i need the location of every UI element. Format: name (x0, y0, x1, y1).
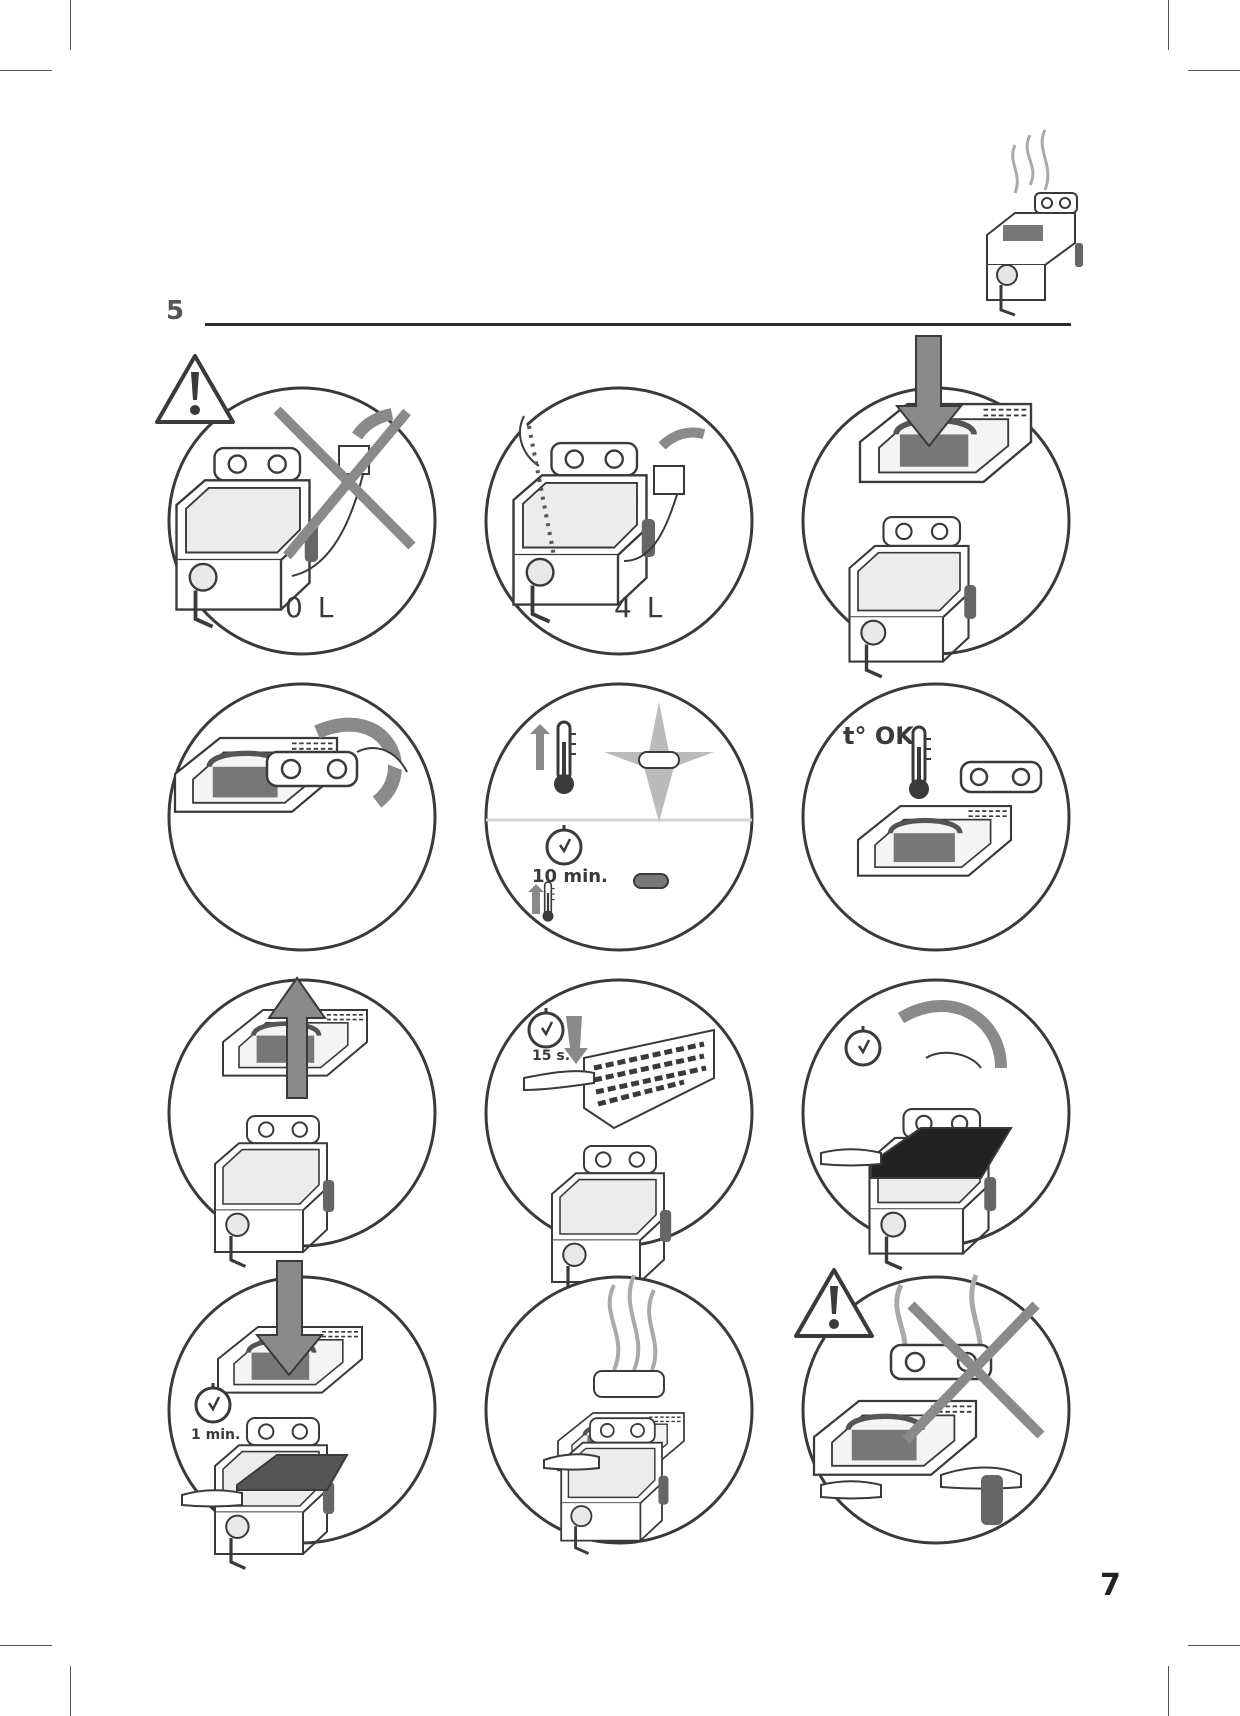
page-number: 7 (1100, 1568, 1121, 1603)
crop-mark (0, 1645, 52, 1646)
section-number: 5 (166, 296, 184, 326)
step-12-hot-steam-warning (801, 1275, 1071, 1545)
step-8-lower-basket: 15 s. (484, 978, 754, 1248)
indicator-light-icon (634, 874, 668, 888)
crop-mark (1168, 0, 1169, 50)
step-10-drain-basket: 1 min. (167, 1275, 437, 1545)
crop-mark (70, 0, 71, 50)
section-rule (205, 323, 1071, 326)
timer-label: 10 min. (532, 866, 608, 887)
oil-level-label: 4 L (614, 591, 665, 624)
header-fryer-illustration (975, 125, 1085, 325)
step-5-preheat-indicator: 10 min. (484, 682, 754, 952)
deep-fryer-icon (975, 125, 1085, 325)
crop-mark (1168, 1666, 1169, 1716)
step-7-open-lid (167, 978, 437, 1248)
oil-level-label: 0 L (285, 591, 336, 624)
step-9-frying-time (801, 978, 1071, 1248)
crop-mark (70, 1666, 71, 1716)
crop-mark (1188, 1645, 1240, 1646)
step-1-unplugged-empty: 0 L (167, 386, 437, 656)
warning-icon (796, 1270, 872, 1336)
crop-mark (0, 70, 52, 71)
step-11-steam-release (484, 1275, 754, 1545)
crop-mark (1188, 70, 1240, 71)
step-3-close-lid (801, 386, 1071, 656)
warning-icon (157, 356, 233, 422)
timer-label: 15 s. (532, 1048, 570, 1064)
step-2-fill-oil: 4 L (484, 386, 754, 656)
step-4-turn-thermostat (167, 682, 437, 952)
temperature-ok-label: t° OK (843, 722, 914, 750)
timer-label: 1 min. (191, 1427, 240, 1443)
step-6-temperature-ok: t° OK (801, 682, 1071, 952)
